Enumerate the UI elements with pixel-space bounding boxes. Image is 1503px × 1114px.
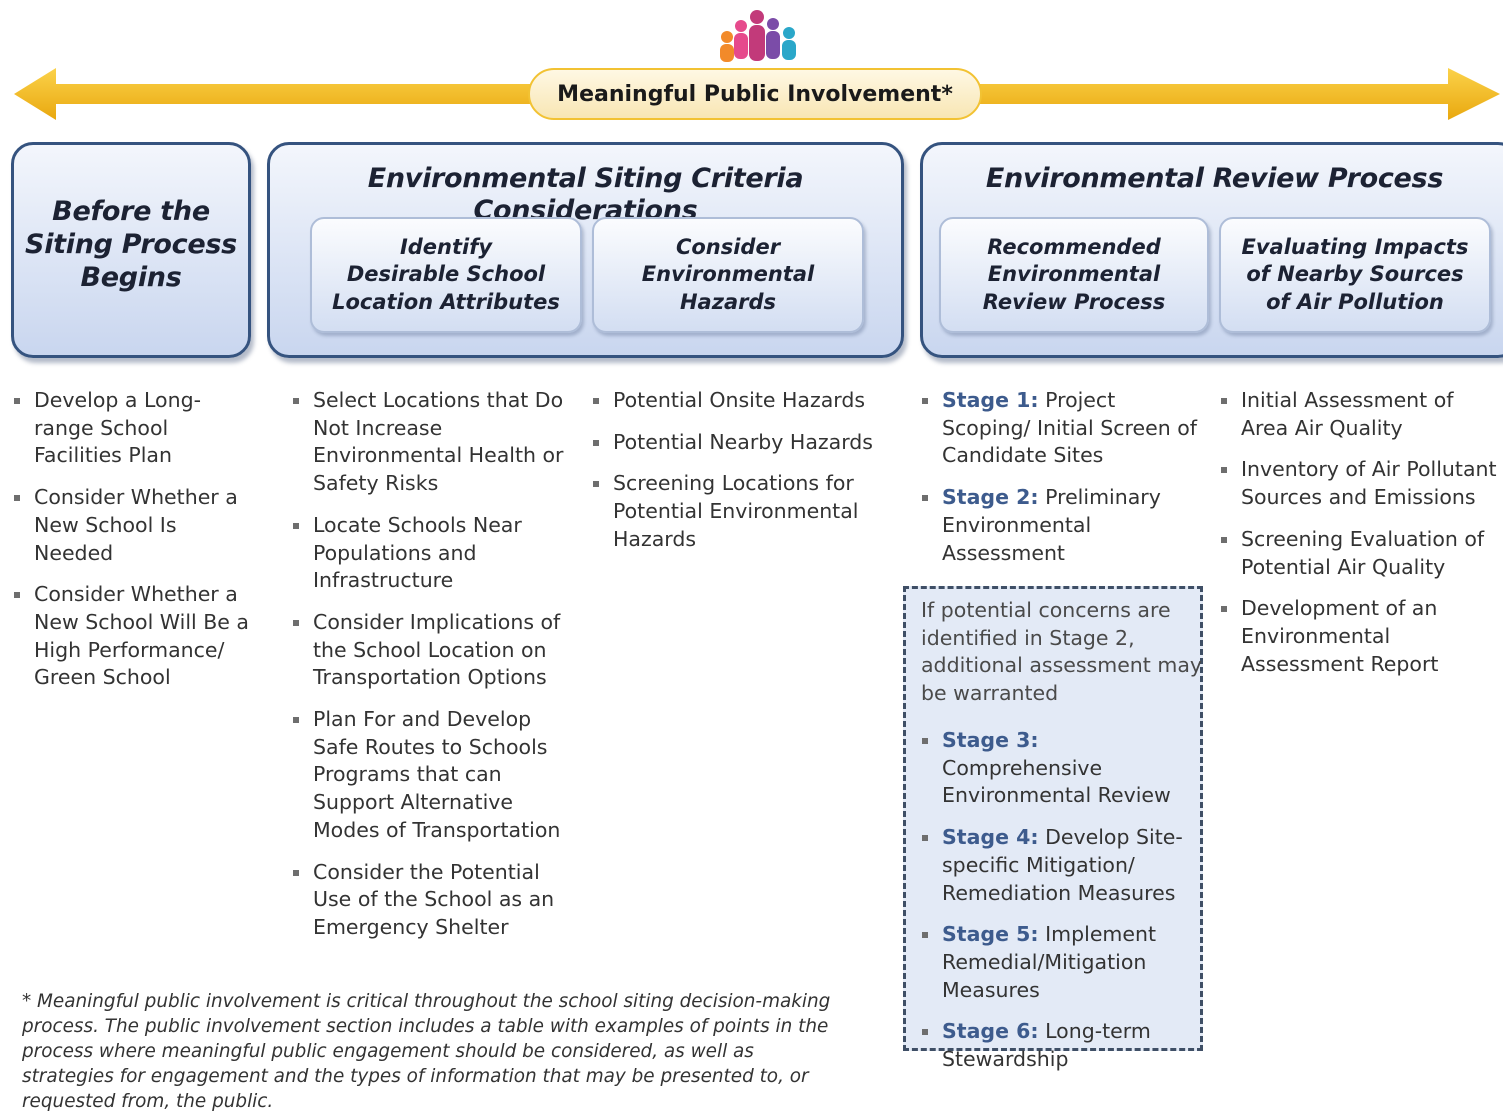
review-stages-bottom: Stage 3: Comprehensive Environmental Rev…: [921, 727, 1201, 1088]
list-item: Select Locations that Do Not Increase En…: [292, 387, 572, 498]
stage-text: Implement Remedial/Mitigation Measures: [942, 922, 1157, 1002]
title-line: Begins: [80, 262, 182, 293]
before-siting-title: Before the Siting Process Begins: [14, 195, 248, 294]
list-item: Plan For and Develop Safe Routes to Scho…: [292, 706, 572, 845]
stage-label: Stage 5:: [942, 922, 1039, 947]
stage-text: Long-term Stewardship: [942, 1019, 1151, 1072]
list-item: Potential Onsite Hazards: [592, 387, 882, 415]
review-process-title: Environmental Review Process: [985, 163, 1444, 194]
further-assessment-box: [903, 586, 1203, 1051]
list-item: Consider Whether a New School Will Be a …: [13, 581, 249, 692]
before-siting-panel: Before the Siting Process Begins: [11, 142, 251, 358]
stage-label: Stage 6:: [942, 1019, 1039, 1044]
list-item: Inventory of Air Pollutant Sources and E…: [1220, 456, 1503, 511]
box-line: Location Attributes: [332, 289, 560, 314]
box-line: Consider: [675, 235, 781, 260]
list-item: Locate Schools Near Populations and Infr…: [292, 512, 572, 595]
stage-label: Stage 3:: [942, 728, 1039, 752]
stage-text: Project Scoping/ Initial Screen of Candi…: [942, 388, 1197, 468]
stage-text: Comprehensive Environmental Review: [942, 755, 1171, 808]
stage-label: Stage 2:: [942, 485, 1039, 510]
box-line: of Air Pollution: [1266, 289, 1444, 314]
public-involvement-label: Meaningful Public Involvement*: [528, 68, 982, 120]
air-pollution-box: Evaluating Impacts of Nearby Sources of …: [1219, 217, 1491, 333]
list-item: Consider Implications of the School Loca…: [292, 609, 572, 692]
environmental-hazards-box: Consider Environmental Hazards: [592, 217, 864, 333]
stage-text: Develop Site-specific Mitigation/ Remedi…: [942, 825, 1183, 905]
box-line: Environmental: [641, 262, 815, 287]
stage-item: Stage 6: Long-term Stewardship: [921, 1018, 1201, 1073]
stage-item: Stage 3: Comprehensive Environmental Rev…: [921, 727, 1201, 810]
stage-item: Stage 2: Preliminary Environmental Asses…: [921, 484, 1209, 567]
box-line: of Nearby Sources: [1246, 262, 1464, 287]
list-item: Screening Evaluation of Potential Air Qu…: [1220, 526, 1503, 581]
box-line: Hazards: [679, 289, 777, 314]
box-line: Desirable School: [346, 262, 546, 287]
list-item: Development of an Environmental Assessme…: [1220, 595, 1503, 678]
desirable-attributes-box: Identify Desirable School Location Attri…: [310, 217, 582, 333]
list-item: Consider the Potential Use of the School…: [292, 859, 572, 942]
recommended-review-box: Recommended Environmental Review Process: [939, 217, 1209, 333]
review-stages-top: Stage 1: Project Scoping/ Initial Screen…: [921, 387, 1209, 581]
list-item: Develop a Long-range School Facilities P…: [13, 387, 249, 470]
further-assessment-note: If potential concerns are identified in …: [921, 598, 1203, 706]
title-line: Before the: [52, 196, 210, 227]
box-line: Recommended: [987, 235, 1161, 260]
air-quality-list: Initial Assessment of Area Air Quality I…: [1220, 387, 1503, 692]
list-item: Consider Whether a New School Is Needed: [13, 484, 249, 567]
school-attributes-list: Select Locations that Do Not Increase En…: [292, 387, 572, 956]
stage-item: Stage 1: Project Scoping/ Initial Screen…: [921, 387, 1209, 470]
stage-item: Stage 4: Develop Site-specific Mitigatio…: [921, 824, 1201, 907]
box-line: Identify: [399, 235, 493, 260]
box-line: Evaluating Impacts: [1241, 235, 1469, 260]
list-item: Initial Assessment of Area Air Quality: [1220, 387, 1503, 442]
list-item: Screening Locations for Potential Enviro…: [592, 470, 882, 553]
footnote: * Meaningful public involvement is criti…: [22, 991, 831, 1112]
people-group-icon: [720, 10, 796, 62]
stage-label: Stage 4:: [942, 825, 1039, 850]
title-line: Siting Process: [25, 229, 237, 260]
stage-label: Stage 1:: [942, 388, 1039, 412]
box-line: Environmental: [987, 262, 1161, 287]
stage-text: Preliminary Environmental Assessment: [942, 485, 1161, 565]
box-line: Review Process: [982, 289, 1166, 314]
hazards-list: Potential Onsite Hazards Potential Nearb…: [592, 387, 882, 568]
siting-criteria-panel: Environmental Siting Criteria Considerat…: [267, 142, 904, 358]
review-process-panel: Environmental Review Process Recommended…: [920, 142, 1503, 358]
before-siting-list: Develop a Long-range School Facilities P…: [13, 387, 249, 706]
stage-item: Stage 5: Implement Remedial/Mitigation M…: [921, 921, 1201, 1004]
list-item: Potential Nearby Hazards: [592, 429, 882, 457]
